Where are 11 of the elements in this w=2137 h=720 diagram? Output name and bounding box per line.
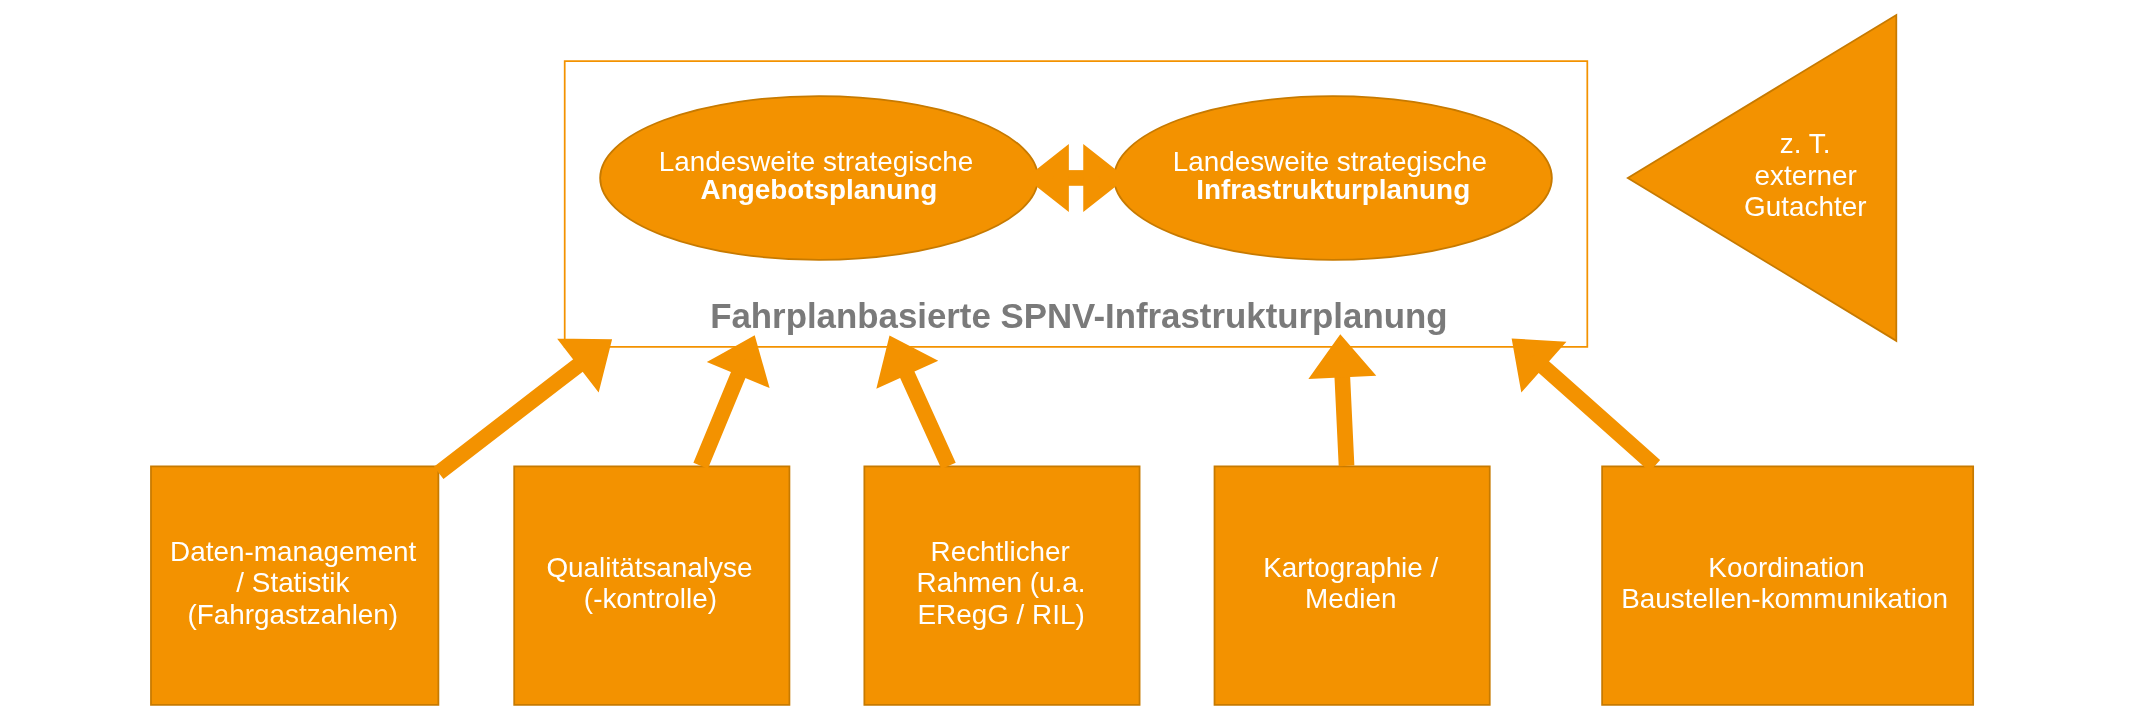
node-box: Kartographie / Medien: [1213, 465, 1491, 706]
arrow: [433, 338, 613, 480]
arrow: [1308, 334, 1377, 467]
node-box: Rechtlicher Rahmen (u.a. ERegG / RIL): [863, 465, 1141, 706]
node-box: Qualitätsanalyse (-kontrolle): [513, 465, 791, 706]
node-box: Daten-management / Statistik (Fahrgastzahlen): [150, 465, 440, 706]
arrow: [693, 335, 770, 469]
node-ellipse: Landesweite strategische Angebotsplanung: [599, 95, 1039, 261]
arrow: [876, 335, 956, 470]
node-box: Koordination Baustellen-kommunikation: [1601, 465, 1975, 706]
node-ellipse: Landesweite strategische Infrastrukturplanung: [1113, 95, 1553, 261]
